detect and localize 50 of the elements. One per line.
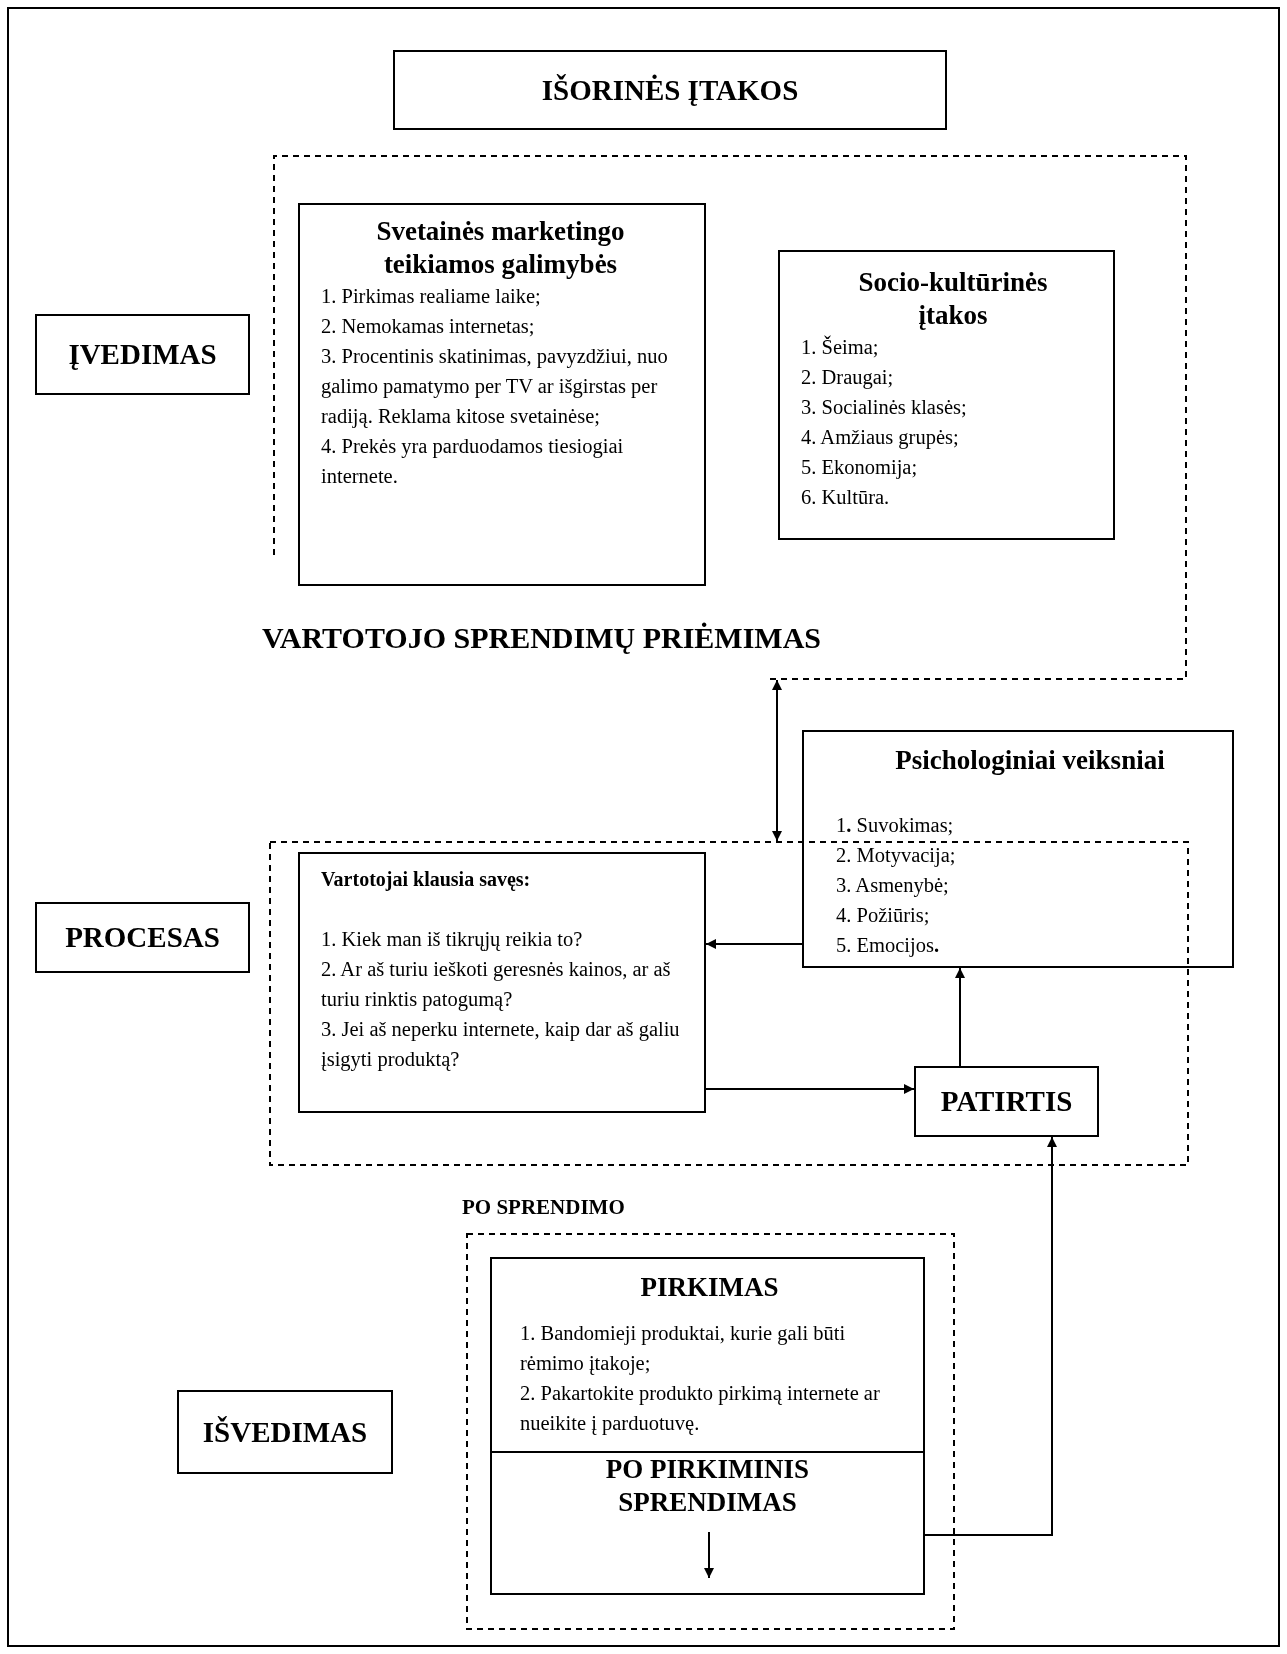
arrow	[705, 939, 803, 949]
box-title: IŠORINĖS ĮTAKOS	[541, 73, 799, 107]
arrow	[772, 679, 782, 842]
stage-box	[393, 50, 947, 130]
list-item: 2. Draugai;	[801, 365, 895, 391]
list-item: 4. Amžiaus grupės;	[801, 425, 960, 451]
list-item: 3. Jei aš neperku internete, kaip dar aš galiu įsigyti produktą?	[321, 1017, 680, 1073]
arrow	[924, 1136, 1057, 1536]
list-item: 2. Pakartokite produkto pirkimą internete ar nueikite į parduotuvę.	[520, 1381, 881, 1437]
stage-box	[35, 902, 250, 973]
list-item: 1. Bandomieji produktai, kurie gali būti rėmimo įtakoje;	[520, 1321, 847, 1377]
box-title: PROCESAS	[65, 921, 220, 954]
text-box	[778, 250, 1115, 540]
list-item: 5. Ekonomija;	[801, 455, 919, 481]
stage-box	[914, 1066, 1099, 1137]
box-heading: Socio-kultūrinės įtakos	[857, 266, 1049, 332]
list-item: 1. Šeima;	[801, 334, 880, 360]
box-heading: PO PIRKIMINIS SPRENDIMAS	[604, 1453, 811, 1519]
list-item: 1. Pirkimas realiame laike;	[321, 284, 542, 309]
list-item: 4. Požiūris;	[836, 903, 931, 928]
text-box	[802, 730, 1234, 968]
dashed-region	[269, 841, 1189, 1166]
list-item: 3. Asmenybė;	[836, 873, 950, 899]
list-item: 3. Procentinis skatinimas, pavyzdžiui, nuo galimo pamatymo per TV ar išgirstas per radiją. Reklama kitose svetainėse;	[321, 344, 669, 430]
list-item: 2. Motyvacija;	[836, 843, 957, 869]
region-title: VARTOTOJO SPRENDIMŲ PRIĖMIMAS	[262, 621, 821, 655]
stage-box	[35, 314, 250, 395]
list-item: 2. Ar aš turiu ieškoti geresnės kainos, ar aš turiu rinktis patogumą?	[321, 957, 672, 1013]
text-box	[298, 852, 706, 1113]
list-item: 2. Nemokamas internetas;	[321, 314, 536, 339]
text-box	[490, 1257, 925, 1453]
list-item: 4. Prekės yra parduodamos tiesiogiai internete.	[321, 434, 625, 489]
list-item: 3. Socialinės klasės;	[801, 395, 968, 420]
box-heading: Psichologiniai veiksniai	[894, 744, 1166, 777]
arrow	[955, 967, 965, 1067]
list-item: 6. Kultūra.	[801, 485, 891, 510]
box-title: PATIRTIS	[940, 1085, 1073, 1118]
list-item: 1. Kiek man iš tikrųjų reikia to?	[321, 927, 584, 953]
box-heading: Svetainės marketingo teikiamos galimybės	[375, 215, 626, 281]
box-heading: PIRKIMAS	[639, 1271, 780, 1304]
arrow	[705, 1084, 915, 1094]
list-item: 1. Suvokimas;	[836, 813, 955, 838]
box-title: IŠVEDIMAS	[202, 1415, 368, 1449]
stage-box	[177, 1390, 393, 1474]
box-title: ĮVEDIMAS	[68, 338, 217, 371]
text-box	[490, 1451, 925, 1595]
list-item: 5. Emocijos.	[836, 933, 941, 959]
region-title: PO SPRENDIMO	[462, 1195, 625, 1220]
box-heading: Vartotojai klausia savęs:	[321, 867, 532, 893]
text-box	[298, 203, 706, 586]
